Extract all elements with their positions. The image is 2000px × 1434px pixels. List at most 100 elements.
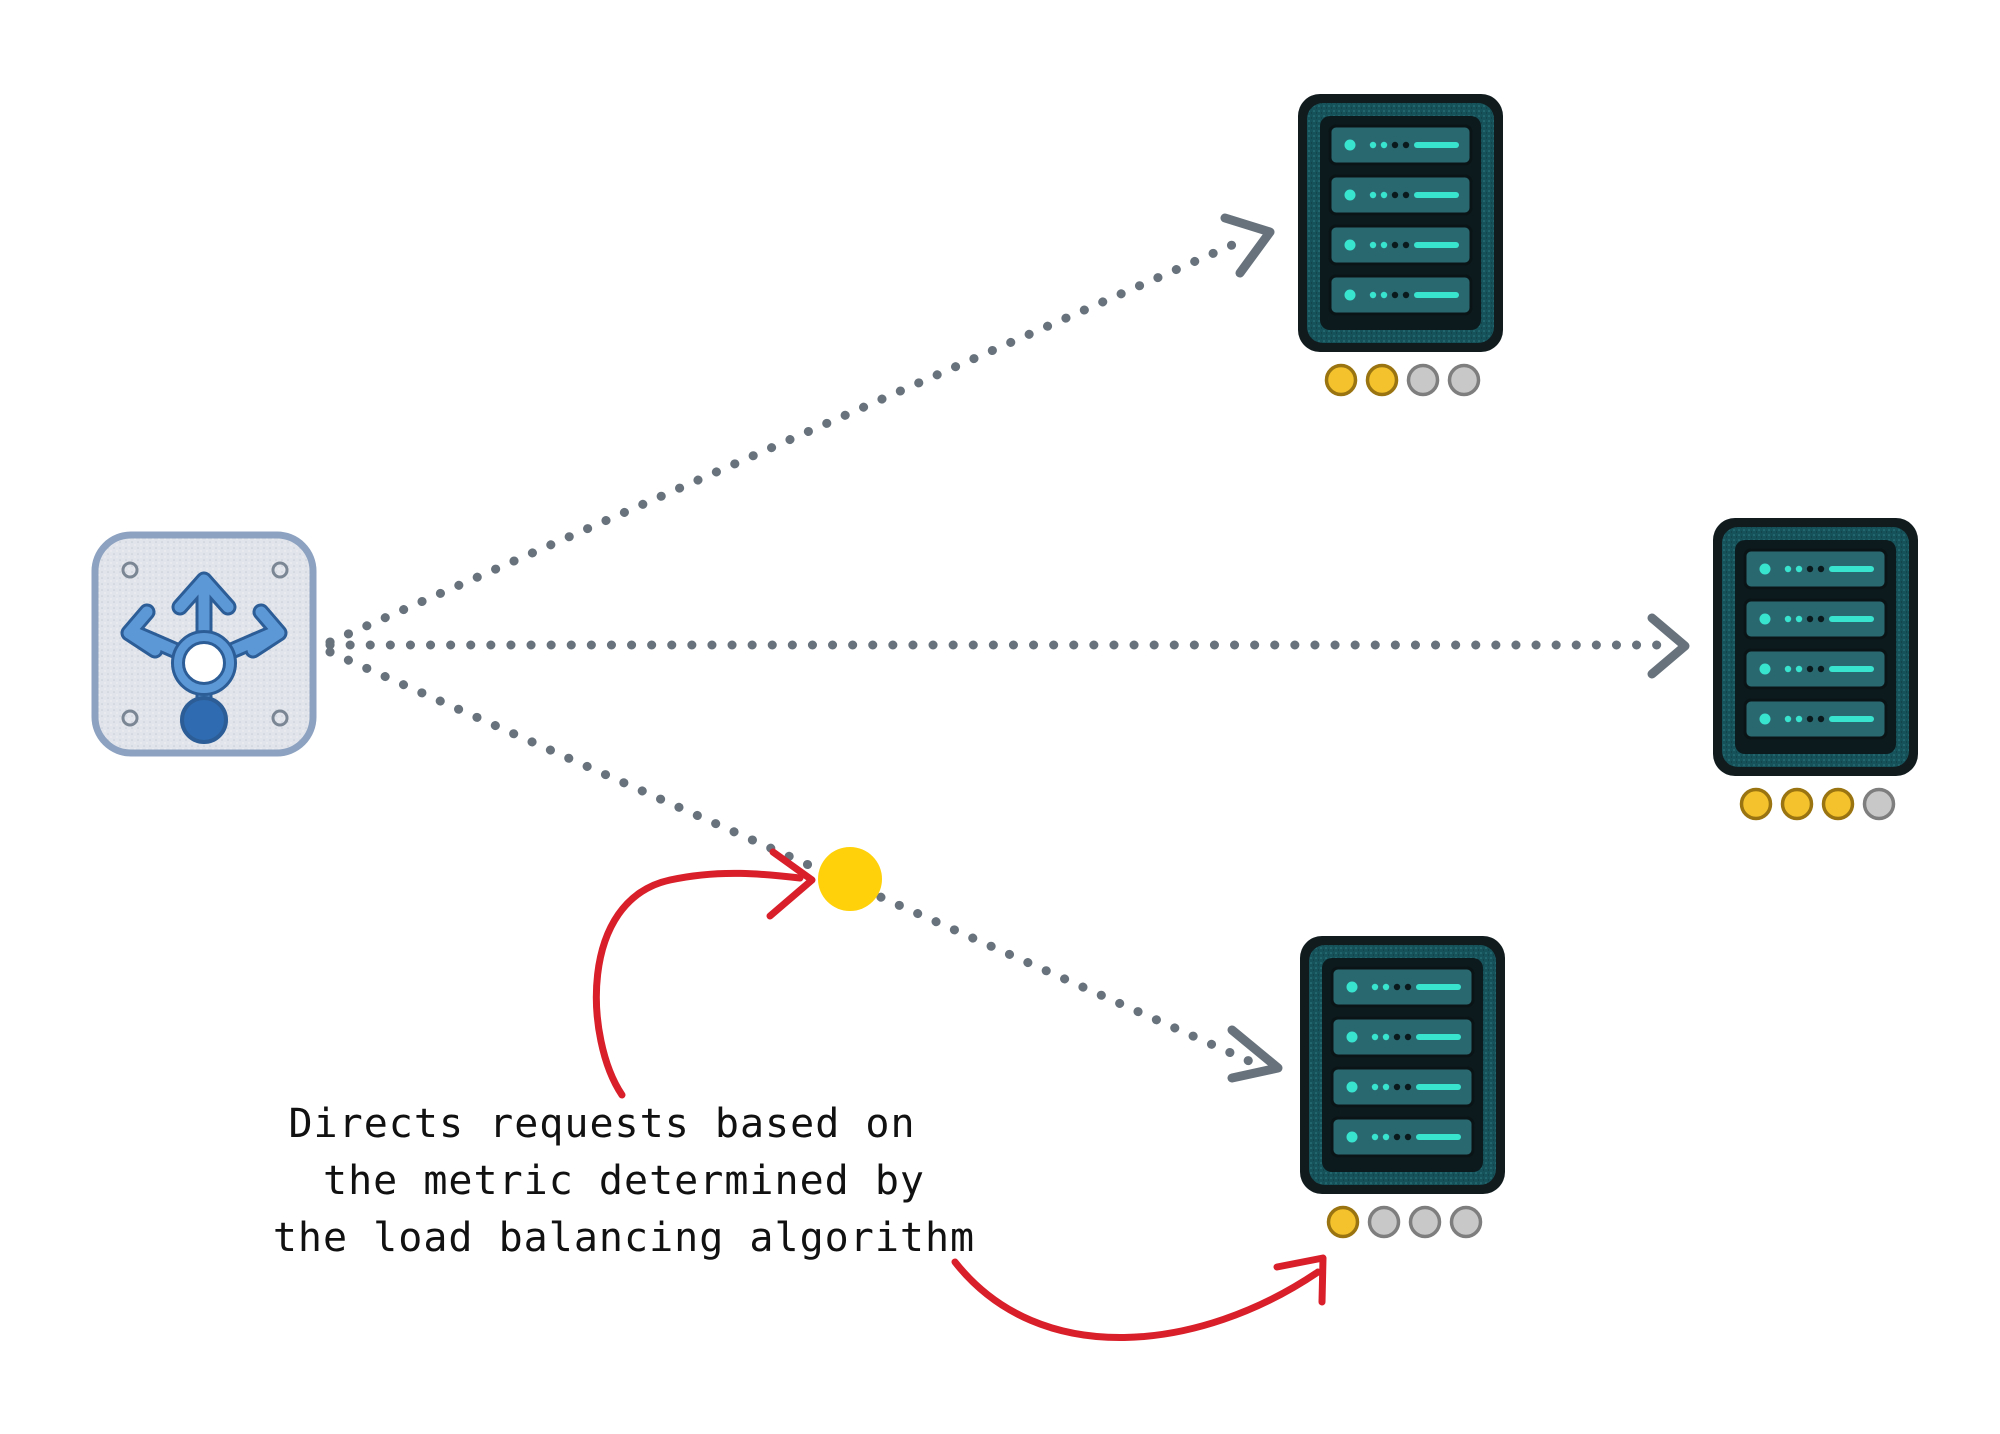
server-indicator-icon	[1369, 191, 1377, 199]
server-indicator-icon	[1402, 191, 1410, 199]
server-drive-bar	[1829, 566, 1874, 572]
server-drive-bar	[1414, 292, 1459, 298]
server-indicator-icon	[1382, 1133, 1390, 1141]
server-drive-bar	[1414, 142, 1459, 148]
server-drive-bar	[1416, 1134, 1461, 1140]
server-indicator-icon	[1371, 1133, 1379, 1141]
server-indicator-icon	[1371, 1083, 1379, 1091]
request-dot	[818, 847, 882, 911]
server-indicator-icon	[1380, 241, 1388, 249]
server-slot	[1330, 966, 1475, 1008]
server-indicator-icon	[1404, 1083, 1412, 1091]
server-slot	[1743, 698, 1888, 740]
idle-connection-dot	[1406, 363, 1440, 397]
active-connection-dot	[1326, 1205, 1360, 1239]
server-drive-bar	[1414, 192, 1459, 198]
server-indicator-icon	[1380, 191, 1388, 199]
server-indicator-icon	[1382, 983, 1390, 991]
server-top	[1298, 94, 1503, 397]
server-led-icon	[1759, 713, 1771, 725]
server-indicator-icon	[1817, 665, 1825, 673]
arrowhead-top	[1220, 213, 1275, 278]
server-drive-bar	[1416, 1084, 1461, 1090]
server-led-icon	[1344, 139, 1356, 151]
active-connection-dot	[1780, 787, 1814, 821]
annotation-line-2: the metric determined by	[323, 1158, 925, 1204]
idle-connection-dot	[1449, 1205, 1483, 1239]
server-indicator-icon	[1784, 665, 1792, 673]
server-indicator-icon	[1380, 141, 1388, 149]
server-indicator-icon	[1391, 291, 1399, 299]
connection-line-top	[325, 233, 1253, 647]
server-slot	[1328, 124, 1473, 166]
server-drive-bar	[1829, 716, 1874, 722]
server-indicator-icon	[1369, 141, 1377, 149]
servers	[1298, 94, 1918, 1239]
server-indicator-icon	[1784, 565, 1792, 573]
server-led-icon	[1346, 1081, 1358, 1093]
arrowhead-middle	[1647, 613, 1690, 679]
active-connection-dot	[1739, 787, 1773, 821]
server-led-icon	[1346, 1131, 1358, 1143]
server-indicator-icon	[1404, 983, 1412, 991]
server-led-icon	[1759, 663, 1771, 675]
server-slot	[1743, 648, 1888, 690]
server-led-icon	[1346, 1031, 1358, 1043]
server-slot	[1330, 1016, 1475, 1058]
server-indicator-icon	[1369, 241, 1377, 249]
server-led-icon	[1344, 189, 1356, 201]
server-indicator-icon	[1382, 1083, 1390, 1091]
server-slot	[1743, 548, 1888, 590]
server-indicator-icon	[1795, 715, 1803, 723]
annotation-arrow-to-server	[951, 1258, 1322, 1341]
server-led-icon	[1344, 289, 1356, 301]
server-drive-bar	[1829, 616, 1874, 622]
server-indicator-icon	[1795, 615, 1803, 623]
active-connection-dot	[1365, 363, 1399, 397]
server-indicator-icon	[1806, 715, 1814, 723]
annotation-arrows	[593, 848, 1327, 1341]
server-indicator-icon	[1393, 1083, 1401, 1091]
server-drive-bar	[1414, 242, 1459, 248]
server-indicator-icon	[1402, 241, 1410, 249]
annotation-arrowhead-to-server	[1273, 1254, 1327, 1306]
idle-connection-dot	[1862, 787, 1896, 821]
annotation-arrow-to-request	[593, 869, 804, 1099]
idle-connection-dot	[1367, 1205, 1401, 1239]
server-indicator-icon	[1369, 291, 1377, 299]
server-indicator-icon	[1371, 983, 1379, 991]
server-indicator-icon	[1402, 141, 1410, 149]
server-indicator-icon	[1371, 1033, 1379, 1041]
server-slot	[1330, 1066, 1475, 1108]
server-indicator-icon	[1393, 983, 1401, 991]
server-indicator-icon	[1806, 615, 1814, 623]
server-bottom	[1300, 936, 1505, 1239]
idle-connection-dot	[1408, 1205, 1442, 1239]
server-drive-bar	[1416, 984, 1461, 990]
server-slot	[1330, 1116, 1475, 1158]
server-middle	[1713, 518, 1918, 821]
server-led-icon	[1346, 981, 1358, 993]
server-indicator-icon	[1817, 715, 1825, 723]
server-indicator-icon	[1393, 1133, 1401, 1141]
server-drive-bar	[1829, 666, 1874, 672]
server-indicator-icon	[1806, 665, 1814, 673]
server-indicator-icon	[1795, 565, 1803, 573]
server-indicator-icon	[1404, 1033, 1412, 1041]
server-indicator-icon	[1404, 1133, 1412, 1141]
server-slot	[1328, 224, 1473, 266]
annotation-line-3: the load balancing algorithm	[273, 1215, 975, 1261]
server-slot	[1743, 598, 1888, 640]
load-balancer-icon	[91, 531, 317, 757]
connection-line-bottom	[325, 647, 1263, 1070]
idle-connection-dot	[1447, 363, 1481, 397]
annotation-line-1: Directs requests based on	[288, 1101, 915, 1147]
active-connection-dot	[1324, 363, 1358, 397]
annotation-arrowhead-to-request	[766, 848, 816, 920]
server-indicator-icon	[1391, 191, 1399, 199]
server-led-icon	[1344, 239, 1356, 251]
server-indicator-icon	[1784, 715, 1792, 723]
server-slot	[1328, 274, 1473, 316]
server-indicator-icon	[1784, 615, 1792, 623]
